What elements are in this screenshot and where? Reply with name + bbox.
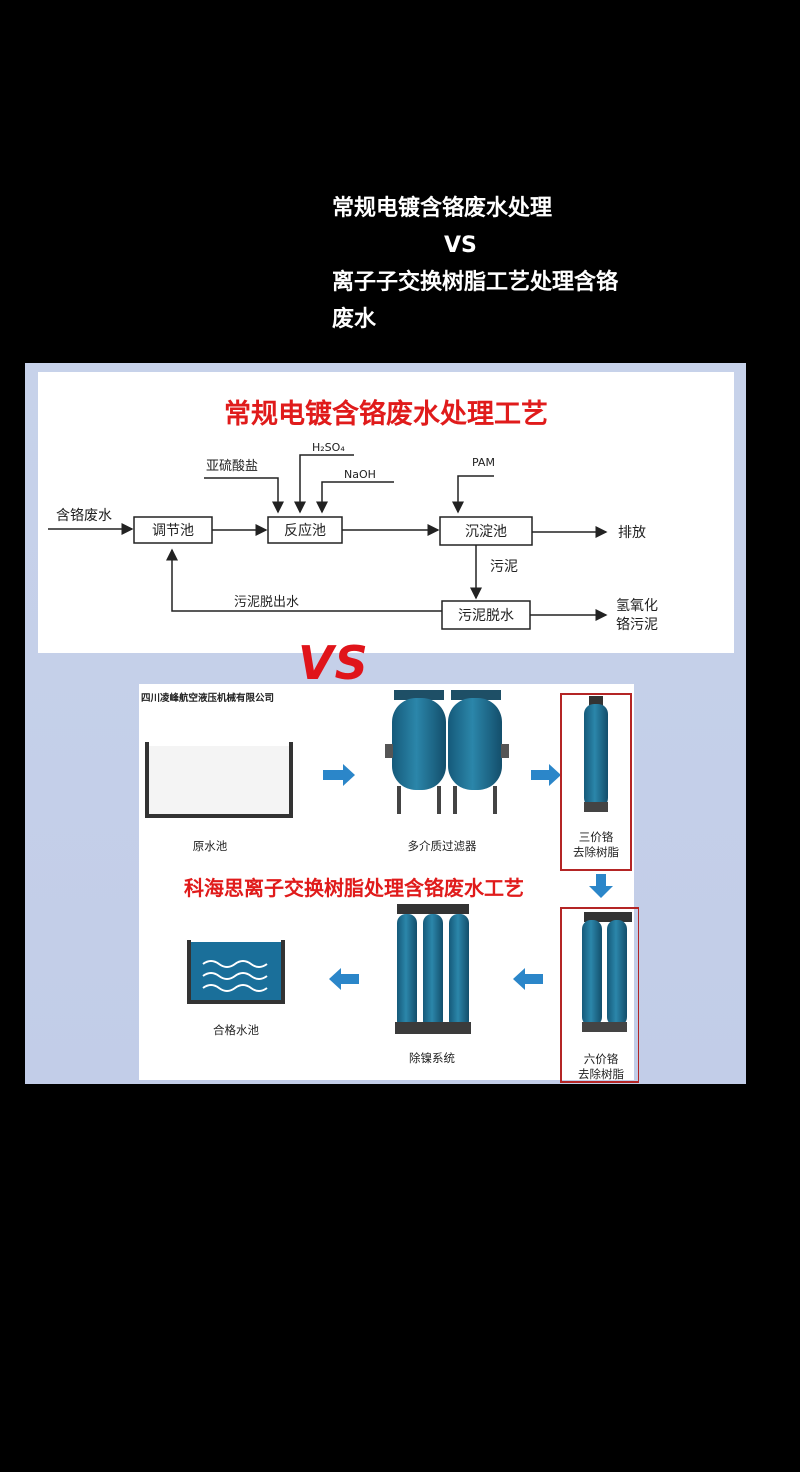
ion-exchange-title: 科海思离子交换树脂处理含铬废水工艺: [139, 872, 569, 901]
caption-line-1: 常规电镀含铬废水处理: [332, 196, 553, 221]
qualified-water-pool-icon: [187, 940, 285, 1004]
inflow-label: 含铬废水: [56, 508, 112, 524]
conventional-title: 常规电镀含铬废水处理工艺: [224, 399, 548, 430]
qualified-pool-label: 合格水池: [213, 1023, 259, 1037]
multi-filter-label: 多介质过滤器: [407, 839, 477, 853]
sludge-water-label: 污泥脱出水: [234, 595, 299, 610]
box-reaction-pool: [267, 516, 343, 544]
arrow-return-loop: [166, 548, 442, 612]
reagent-base-label: NaOH: [344, 468, 376, 481]
raw-pool-label: 原水池: [192, 839, 228, 853]
cr6-resin-label: 六价铬 去除树脂: [568, 1052, 634, 1082]
discharge-label: 排放: [618, 525, 646, 541]
cr3-resin-column-icon: [584, 696, 608, 812]
reagent-acid-label: H₂SO₄: [312, 441, 345, 454]
product-label-2: 铬污泥: [616, 617, 658, 633]
cr6-resin-highlight: [560, 907, 639, 1083]
cr3-resin-label-1: 三价铬: [578, 830, 614, 844]
box-settle-label: 沉淀池: [465, 524, 507, 540]
vs-label: VS: [298, 636, 369, 690]
nickel-removal-system-icon: [395, 904, 471, 1034]
arrow-acid: [294, 454, 354, 514]
box-adjust-label: 调节池: [152, 523, 194, 539]
reagent-pam-label: PAM: [472, 456, 495, 469]
cr6-resin-label-2: 去除树脂: [578, 1067, 624, 1081]
arrow-base: [316, 481, 394, 514]
box-settling-pool: [439, 516, 533, 546]
arrow-sulfite: [204, 477, 284, 514]
company-name: 四川凌峰航空液压机械有限公司: [141, 693, 275, 704]
flow-arrow-left-icon: [329, 968, 359, 990]
cr6-resin-label-1: 六价铬: [583, 1052, 619, 1066]
nickel-system-label: 除镍系统: [409, 1051, 455, 1065]
flow-arrow-icon: [531, 764, 561, 786]
cr3-resin-label: 三价铬 去除树脂: [566, 830, 626, 860]
cr3-resin-label-2: 去除树脂: [573, 845, 619, 859]
cr6-resin-column-icon: [582, 912, 632, 1032]
flow-arrow-icon: [323, 764, 355, 786]
ion-exchange-equipment: [145, 690, 639, 1083]
reagent-sulfite-label: 亚硫酸盐: [206, 459, 258, 474]
arrow-pam: [452, 475, 494, 514]
box-react-label: 反应池: [284, 522, 326, 539]
cr3-resin-highlight: [560, 693, 632, 871]
flow-arrow-left-icon: [513, 968, 543, 990]
multi-media-filter-icon: [385, 690, 509, 814]
caption-line-3: 离子子交换树脂工艺处理含铬: [332, 270, 619, 295]
raw-water-pool-icon: [145, 742, 293, 818]
caption: 常规电镀含铬废水处理 VS 离子子交换树脂工艺处理含铬 废水: [332, 190, 752, 338]
caption-line-4: 废水: [332, 307, 377, 332]
caption-vs: VS: [444, 233, 477, 258]
box-dewater-label: 污泥脱水: [458, 608, 514, 624]
flow-arrow-down-icon: [589, 874, 613, 898]
conventional-flow-diagram: 含铬废水 调节池 反应池 亚硫酸盐 H₂SO₄ NaOH PAM 沉淀池 排放 …: [48, 441, 658, 633]
product-label-1: 氢氧化: [616, 598, 658, 614]
sludge-label: 污泥: [490, 559, 518, 575]
conventional-card: [38, 372, 734, 653]
